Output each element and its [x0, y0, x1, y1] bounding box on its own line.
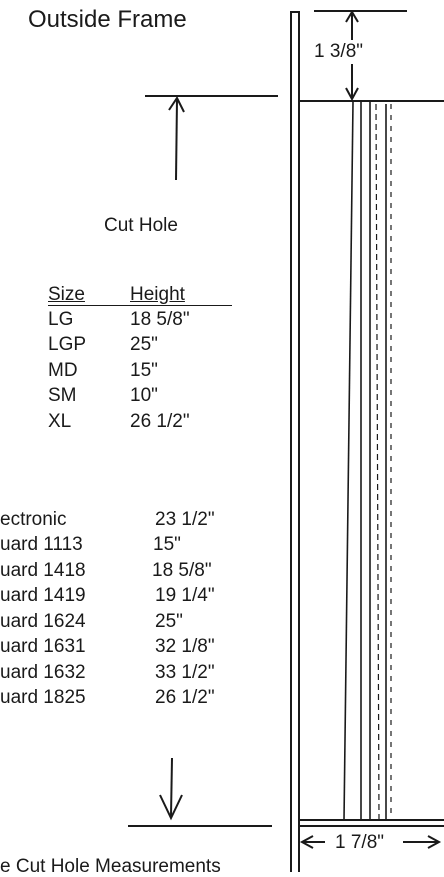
top-dim-arrowhead-down [345, 87, 359, 102]
frame-member-dashed-1 [375, 103, 380, 821]
model-height: 15" [153, 534, 181, 555]
model-name: uard 1419 [0, 585, 86, 606]
table-row-height: 25" [130, 334, 158, 355]
model-height: 26 1/2" [155, 687, 215, 708]
table-row-height: 10" [130, 385, 158, 406]
model-height: 19 1/4" [155, 585, 215, 606]
model-name: ectronic [0, 509, 67, 530]
model-name: uard 1632 [0, 662, 86, 683]
frame-member-1 [343, 101, 354, 821]
table-header-rule [48, 305, 232, 306]
table-row-size: MD [48, 360, 78, 381]
top-dimension-label: 1 3/8" [314, 41, 364, 62]
model-height: 23 1/2" [155, 509, 215, 530]
cut-hole-arrow-shaft-down [170, 757, 173, 817]
table-row-size: LGP [48, 334, 87, 355]
model-name: uard 1631 [0, 636, 86, 657]
cut-hole-arrowhead-up [168, 96, 185, 113]
model-name: uard 1113 [0, 534, 83, 555]
table-header-height: Height [130, 284, 185, 305]
table-row-height: 18 5/8" [130, 309, 190, 330]
cut-hole-arrow-shaft-up [175, 98, 178, 181]
model-name: uard 1825 [0, 687, 86, 708]
table-row-height: 15" [130, 360, 158, 381]
top-dim-arrowhead-up [345, 10, 359, 23]
diagram-title: Outside Frame [28, 6, 187, 33]
model-height: 33 1/2" [155, 662, 215, 683]
model-height: 32 1/8" [155, 636, 215, 657]
cut-hole-label: Cut Hole [104, 215, 178, 236]
model-name: uard 1624 [0, 611, 86, 632]
table-row-size: XL [48, 411, 72, 432]
bottom-dimension-label: 1 7/8" [335, 832, 385, 853]
model-height: 18 5/8" [152, 560, 212, 581]
model-name: uard 1418 [0, 560, 86, 581]
table-header-size: Size [48, 284, 85, 305]
model-height: 25" [155, 611, 183, 632]
bottom-dim-arrowhead-left [299, 835, 314, 849]
table-row-height: 26 1/2" [130, 411, 190, 432]
table-row-size: SM [48, 385, 77, 406]
footer-caption: e Cut Hole Measurements [0, 856, 221, 877]
bottom-dim-arrowhead-right [427, 835, 442, 849]
cut-hole-arrowhead-down [159, 794, 183, 821]
table-row-size: LG [48, 309, 74, 330]
